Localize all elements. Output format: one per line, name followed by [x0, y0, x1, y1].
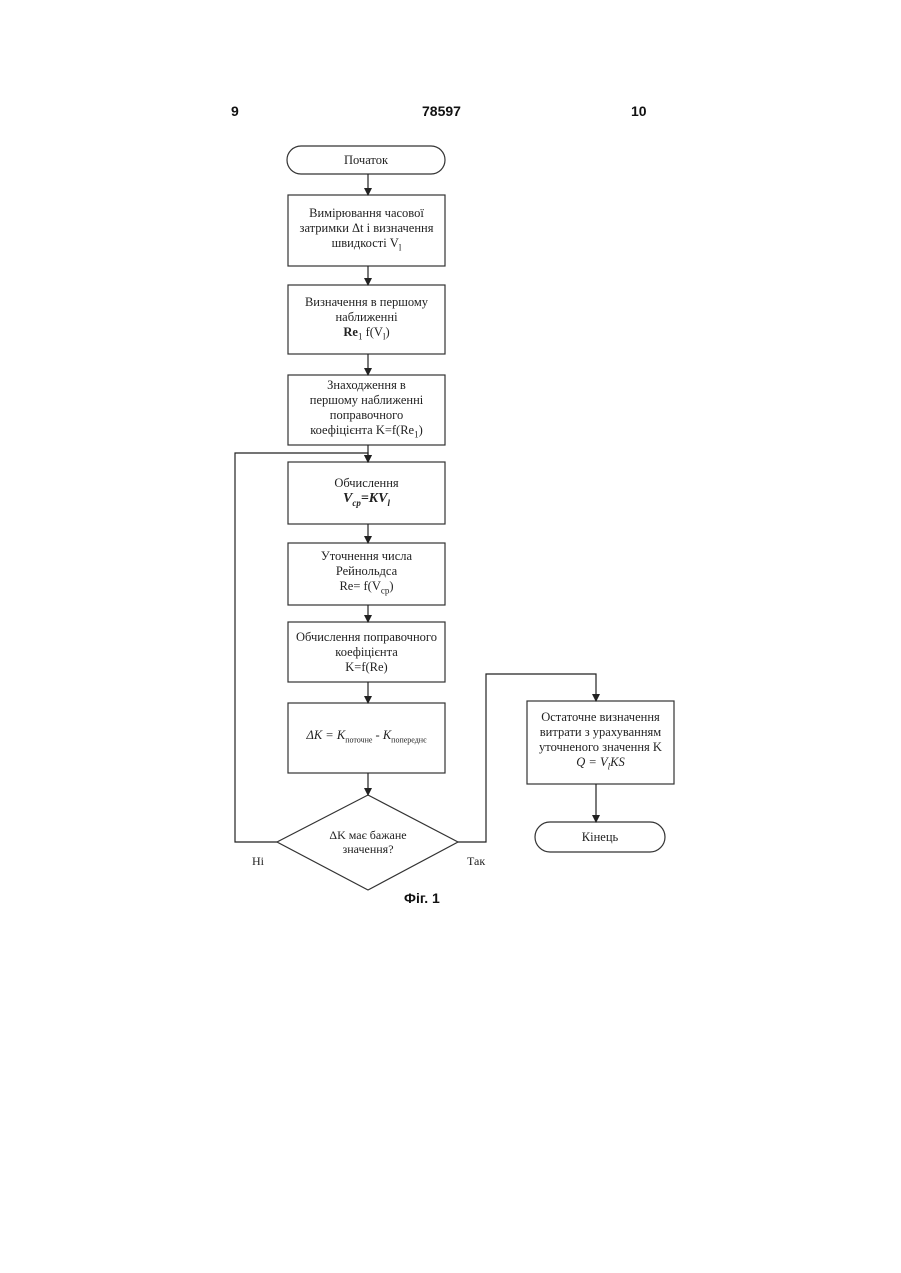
step2-close: ) — [385, 325, 389, 339]
step1-line2: затримки Δt і визначення — [300, 221, 434, 236]
step7-minus: - K — [372, 728, 391, 742]
decision-node: ΔK має бажане значення? — [300, 820, 436, 864]
step3-line2: першому наближенні — [310, 393, 424, 408]
start-terminal: Початок — [287, 146, 445, 174]
step1-text: швидкості V — [332, 236, 399, 250]
final-ks: KS — [610, 755, 625, 769]
step5-formula: Re= f(V — [339, 579, 380, 593]
step7-sub1: поточне — [345, 736, 372, 745]
step5-line1: Уточнення числа — [321, 549, 412, 564]
figure-caption: Фіг. 1 — [404, 890, 440, 906]
step-compute-vcp: Обчислення Vср=KVl — [288, 462, 445, 524]
step1-line1: Вимірювання часової — [309, 206, 424, 221]
step7-formula: ΔK = Kпоточне - Kпопереднє — [306, 728, 426, 748]
step6-line2: коефіцієнта — [335, 645, 398, 660]
step3-line3: поправочного — [330, 408, 403, 423]
step4-v: V — [343, 491, 352, 506]
start-label: Початок — [344, 153, 388, 168]
step5-close: ) — [389, 579, 393, 593]
step4-v-sub: ср — [352, 497, 361, 507]
final-q: Q = V — [576, 755, 607, 769]
step-delta-k: ΔK = Kпоточне - Kпопереднє — [288, 703, 445, 773]
step-measure-delay: Вимірювання часової затримки Δt і визнач… — [288, 195, 445, 266]
step4-line1: Обчислення — [334, 476, 398, 491]
step4-line2: Vср=KVl — [343, 491, 390, 511]
step3-formula: коефіцієнта K=f(Re — [310, 423, 414, 437]
step3-line1: Знаходження в — [327, 378, 406, 393]
final-line4: Q = VlKS — [576, 755, 624, 775]
step-final-flow: Остаточне визначення витрати з урахуванн… — [527, 701, 674, 784]
step-correction-coef: Знаходження в першому наближенні поправо… — [288, 375, 445, 445]
step6-line1: Обчислення поправочного — [296, 630, 437, 645]
step2-line1: Визначення в першому — [305, 295, 428, 310]
step4-eq: =KV — [361, 491, 388, 506]
step2-line3: Re1 f(Vl) — [343, 325, 389, 345]
step5-line3: Re= f(Vср) — [339, 579, 393, 599]
step2-line2: наближенні — [335, 310, 397, 325]
step2-func: f(V — [362, 325, 382, 339]
step4-l-sub: l — [387, 497, 390, 507]
final-line2: витрати з урахуванням — [540, 725, 661, 740]
yes-label: Так — [467, 854, 485, 869]
final-line3: уточненого значення K — [539, 740, 662, 755]
step-compute-coef: Обчислення поправочного коефіцієнта K=f(… — [288, 622, 445, 682]
step-refine-reynolds: Уточнення числа Рейнольдса Re= f(Vср) — [288, 543, 445, 605]
step1-line3: швидкості Vl — [332, 236, 402, 256]
final-line1: Остаточне визначення — [541, 710, 660, 725]
no-label: Ні — [252, 854, 264, 869]
step5-line2: Рейнольдса — [336, 564, 397, 579]
step3-close: ) — [419, 423, 423, 437]
step3-line4: коефіцієнта K=f(Re1) — [310, 423, 423, 443]
step2-re: Re — [343, 325, 358, 339]
end-label: Кінець — [582, 830, 618, 845]
step7-dk: ΔK = K — [306, 728, 345, 742]
end-terminal: Кінець — [535, 822, 665, 852]
decision-line1: ΔK має бажане — [329, 828, 406, 842]
decision-line2: значення? — [342, 842, 393, 856]
step1-sub: l — [399, 242, 402, 252]
step7-sub2: попереднє — [391, 736, 426, 745]
step6-line3: K=f(Re) — [345, 660, 387, 675]
step-first-approx: Визначення в першому наближенні Re1 f(Vl… — [288, 285, 445, 354]
